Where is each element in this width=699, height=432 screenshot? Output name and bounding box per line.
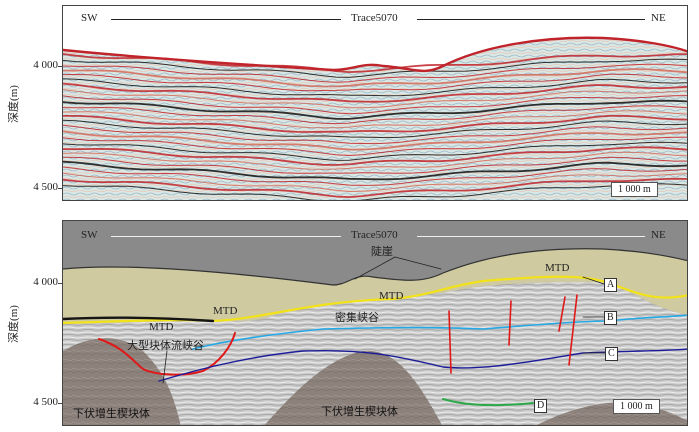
seismic-reflector: [63, 99, 687, 120]
mtd-label-boxed: MTD: [149, 321, 174, 333]
bottom-tick-4500: 4 500: [33, 396, 58, 408]
horizon-c-label: C: [605, 347, 618, 361]
top-ne-label: NE: [651, 12, 666, 24]
cliff-label: 陡崖: [371, 246, 393, 258]
bottom-tickmark-4500: [58, 403, 63, 404]
bottom-tick-4000: 4 000: [33, 276, 58, 288]
cliff-leader: [354, 256, 396, 280]
seismic-reflector: [63, 177, 687, 199]
top-trace-label: Trace5070: [351, 12, 398, 24]
seismic-reflector: [63, 82, 687, 103]
wedge-center-label: 下伏增生楔块体: [321, 406, 398, 418]
seafloor-reflector: [63, 36, 687, 73]
seismic-reflector: [63, 130, 687, 151]
bottom-tickmark-4000: [58, 283, 63, 284]
top-tick-4500: 4 500: [33, 181, 58, 193]
bottom-scale-bar: 1 000 m: [613, 399, 660, 414]
bottom-trace-line-left: [111, 236, 341, 237]
mtd-label-mid: MTD: [379, 290, 404, 302]
fault-3: [558, 296, 566, 332]
top-tickmark-4000: [58, 66, 63, 67]
horizon-a-label: A: [604, 278, 618, 292]
seismic-reflector: [63, 119, 687, 139]
fault-1: [448, 310, 452, 374]
top-seismic-panel: SW Trace5070 NE 1 000 m: [62, 5, 688, 201]
seismic-reflector: [63, 141, 687, 161]
bottom-interpreted-panel: SW Trace5070 NE 陡崖 MTD MTD MTD MTD 密集峡谷 …: [62, 220, 688, 426]
dense-canyon-label: 密集峡谷: [335, 312, 379, 324]
bottom-interpretation-image: [63, 221, 687, 425]
mtd-label-top: MTD: [545, 262, 570, 274]
large-block-canyon-label: 大型块体流峡谷: [127, 340, 204, 352]
cliff-leader-2: [394, 256, 442, 270]
top-trace-line-right: [417, 19, 645, 20]
bottom-sw-label: SW: [81, 229, 98, 241]
seismic-reflector: [63, 183, 687, 200]
horizon-b-line: [192, 314, 687, 350]
top-scale-bar: 1 000 m: [611, 182, 658, 197]
bottom-trace-label: Trace5070: [351, 229, 398, 241]
wedge-center: [264, 350, 442, 425]
seismic-reflector: [63, 78, 687, 97]
seismic-reflector: [63, 105, 687, 125]
fault-2: [508, 300, 512, 346]
horizon-a-leader: [582, 276, 605, 285]
horizon-d-label: D: [534, 399, 548, 413]
seismic-reflector: [63, 166, 687, 186]
seismic-reflector: [63, 58, 687, 78]
seismic-reflector: [63, 63, 687, 83]
seismic-reflector: [63, 172, 687, 193]
seismic-reflector: [63, 114, 687, 133]
seismic-reflector: [63, 124, 687, 145]
seismic-reflector: [63, 146, 687, 166]
seismic-reflector: [63, 160, 687, 181]
mtd-label-left: MTD: [213, 305, 238, 317]
horizon-b-label: B: [604, 311, 617, 325]
seismic-reflector: [63, 68, 687, 88]
wedge-left-label: 下伏增生楔块体: [73, 408, 150, 420]
seafloor-line: [63, 248, 687, 286]
top-tick-4000: 4 000: [33, 59, 58, 71]
top-trace-line-left: [111, 19, 341, 20]
top-tickmark-4500: [58, 188, 63, 189]
canyon-leader: [162, 350, 168, 384]
top-depth-axis-label: 深度(m): [7, 85, 20, 123]
top-seismic-image: [63, 6, 687, 200]
seismic-reflector: [63, 110, 687, 129]
seismic-reflector: [63, 95, 687, 115]
bottom-ne-label: NE: [651, 229, 666, 241]
wedge-left: [63, 338, 181, 425]
mtd-base-line: [63, 316, 215, 323]
seismic-reflector: [63, 136, 687, 157]
fault-4: [568, 294, 578, 366]
canyon-line: [98, 332, 236, 376]
seismic-reflector: [63, 151, 687, 170]
seismic-reflector: [63, 73, 687, 92]
seismic-reflector: [63, 89, 687, 109]
horizon-d-line: [442, 398, 534, 407]
top-sw-label: SW: [81, 12, 98, 24]
seismic-reflector: [63, 156, 687, 174]
bottom-depth-axis-label: 深度(m): [7, 305, 20, 343]
mtd-yellow-layer: [63, 248, 687, 324]
bottom-trace-line-right: [417, 236, 645, 237]
